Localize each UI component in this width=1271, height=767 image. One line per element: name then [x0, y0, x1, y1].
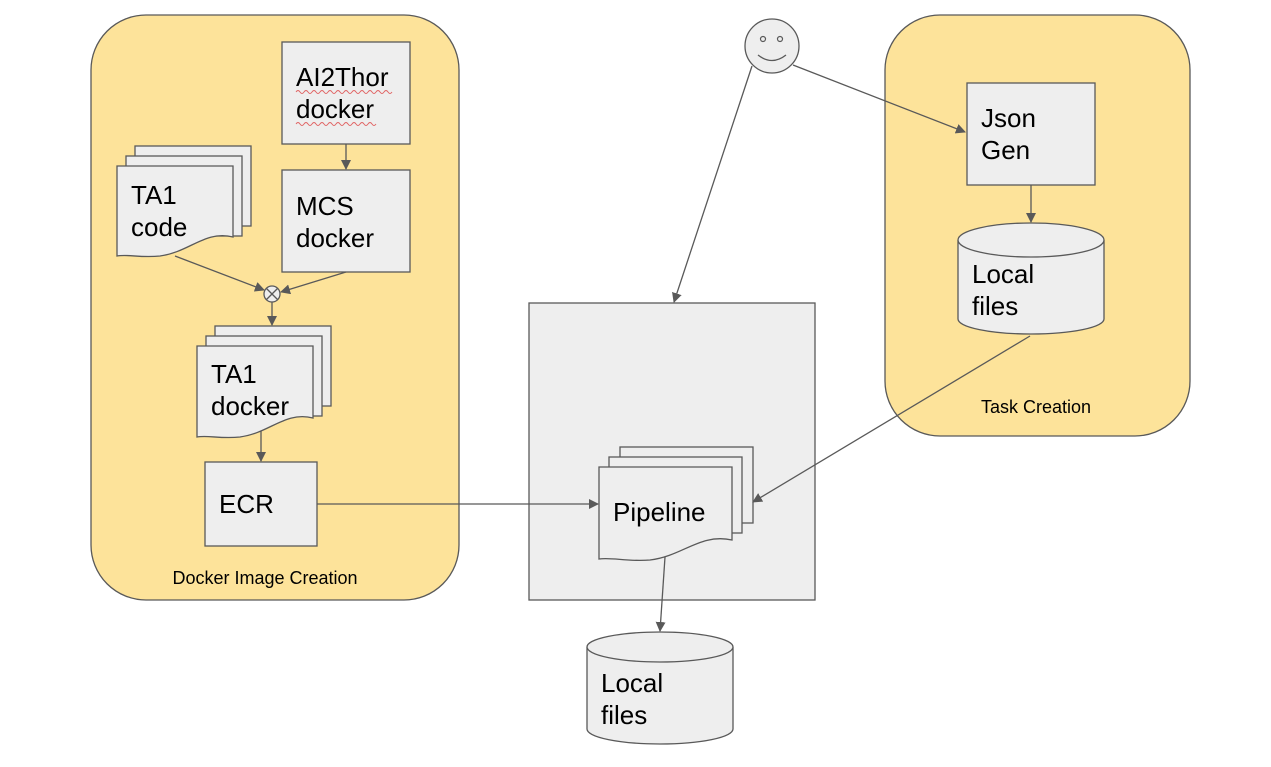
task-local-files-label: Local: [972, 259, 1034, 289]
smiley-face-icon: [744, 18, 800, 74]
spellcheck-underline: [295, 90, 393, 94]
mcs-label-2: docker: [296, 223, 374, 253]
json-gen-label-2: Gen: [981, 135, 1030, 165]
ta1-docker-label: TA1: [211, 359, 257, 389]
spellcheck-underline: [295, 122, 377, 126]
pipeline-local-files-label: Local: [601, 668, 663, 698]
edge-task-local-files-to-pipeline: [752, 335, 1031, 503]
docker-image-creation-label: Docker Image Creation: [172, 568, 357, 588]
ta1-code-node: TA1 code: [116, 145, 252, 258]
pipeline-label: Pipeline: [613, 497, 706, 527]
task-creation-label: Task Creation: [981, 397, 1091, 417]
pipeline-node: Pipeline: [598, 446, 754, 562]
edge-ta1-code-to-merge: [174, 255, 265, 292]
ta1-code-label-2: code: [131, 212, 187, 242]
task-local-files-label-2: files: [972, 291, 1018, 321]
ta1-docker-node: TA1 docker: [196, 325, 332, 439]
mcs-label: MCS: [296, 191, 354, 221]
edge-user-to-pipeline-container: [672, 65, 753, 303]
pipeline-local-files-node: Local files: [586, 631, 734, 745]
ai2thor-label: AI2Thor: [296, 62, 389, 92]
ta1-docker-label-2: docker: [211, 391, 289, 421]
json-gen-node: Json Gen: [966, 82, 1096, 186]
mcs-docker-node: MCS docker: [281, 169, 411, 273]
edge-pipeline-to-local-files: [655, 556, 666, 632]
pipeline-local-files-label-2: files: [601, 700, 647, 730]
ai2thor-label-2: docker: [296, 94, 374, 124]
edge-user-to-json-gen: [792, 64, 966, 134]
ai2thor-docker-node: AI2Thor docker: [281, 41, 411, 145]
task-local-files-node: Local files: [957, 222, 1105, 335]
ecr-node: ECR: [204, 461, 318, 547]
ta1-code-label: TA1: [131, 180, 177, 210]
json-gen-label: Json: [981, 103, 1036, 133]
edge-mcs-to-merge: [280, 271, 347, 295]
ecr-label: ECR: [219, 489, 274, 519]
merge-xor-icon: [263, 285, 281, 303]
